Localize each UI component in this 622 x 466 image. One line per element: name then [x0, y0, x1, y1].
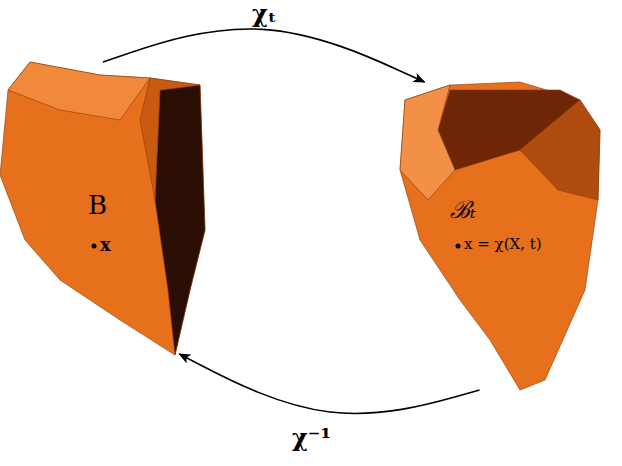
body-face	[0, 62, 205, 355]
mapping-label: χ⁻¹	[292, 426, 331, 450]
body-name: ℬₜ	[450, 198, 476, 222]
deformable-body: ℬₜ x = χ(X, t)	[398, 80, 602, 392]
point-label: x	[100, 236, 111, 254]
body-face	[520, 100, 600, 200]
material-point	[92, 244, 97, 249]
deformable-body: Bx	[0, 60, 206, 356]
body-face	[155, 85, 205, 355]
point-label: x = χ(X, t)	[464, 237, 542, 252]
body-face	[400, 85, 455, 200]
body-outline	[398, 80, 602, 392]
body-face	[140, 78, 200, 200]
mapping-label: χₜ	[252, 2, 277, 26]
body-face	[400, 82, 600, 390]
mapping-arrow	[179, 354, 479, 413]
mapping-arrow	[103, 29, 425, 82]
body-face	[8, 62, 150, 120]
material-point	[456, 244, 461, 249]
body-name: B	[88, 192, 107, 218]
